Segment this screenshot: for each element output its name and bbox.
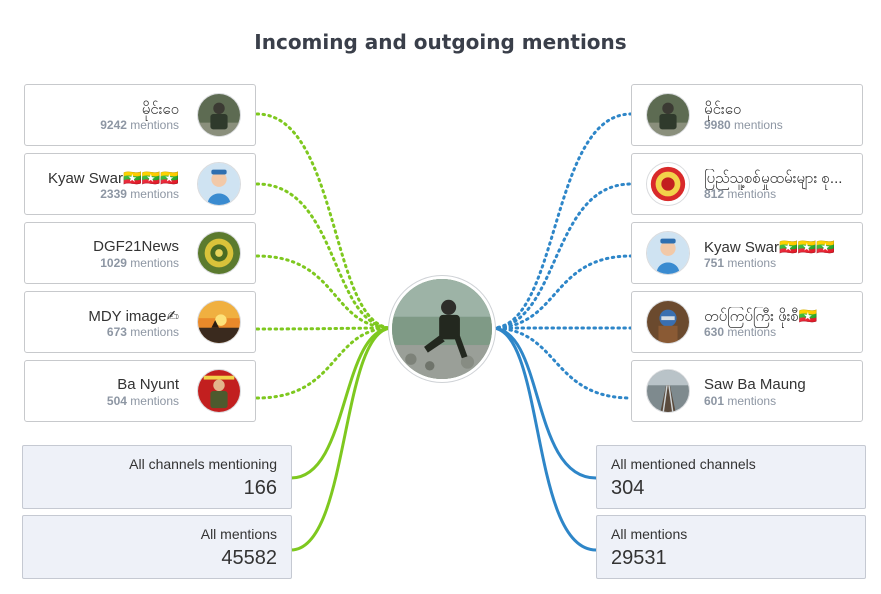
chart-title: Incoming and outgoing mentions xyxy=(254,30,627,54)
incoming-channel-card[interactable]: မိုင်းဝေ 9242 mentions xyxy=(24,84,256,146)
all-mentions-incoming-stat[interactable]: All mentions 45582 xyxy=(22,515,292,579)
stat-value: 166 xyxy=(243,477,277,499)
stat-value: 29531 xyxy=(611,547,667,569)
channel-name: Ba Nyunt xyxy=(117,376,179,393)
channel-name: Kyaw Swar🇲🇲🇲🇲🇲🇲 xyxy=(704,239,836,256)
stat-value: 304 xyxy=(611,477,645,499)
channel-avatar xyxy=(197,231,241,275)
channel-name: MDY image✍ xyxy=(88,308,179,325)
channel-avatar xyxy=(646,231,690,275)
incoming-dotted-links xyxy=(255,112,394,400)
mention-count: 504 mentions xyxy=(106,394,179,408)
channel-name: Saw Ba Maung xyxy=(704,376,806,393)
channel-avatar xyxy=(197,93,241,137)
all-mentions-outgoing-stat[interactable]: All mentions 29531 xyxy=(596,515,866,579)
channel-avatar xyxy=(197,162,241,206)
incoming-channel-card[interactable]: Ba Nyunt 504 mentions xyxy=(24,360,256,422)
mention-count: 1029 mentions xyxy=(100,256,179,270)
outgoing-channel-card[interactable]: Kyaw Swar🇲🇲🇲🇲🇲🇲 751 mentions xyxy=(631,222,863,284)
outgoing-channel-card[interactable]: မိုင်းဝေ 9980 mentions xyxy=(631,84,863,146)
outgoing-solid-links xyxy=(490,326,598,552)
mention-count: 9980 mentions xyxy=(704,118,783,132)
stat-label: All mentions xyxy=(611,526,688,542)
mention-count: 2339 mentions xyxy=(100,187,179,201)
incoming-channel-card[interactable]: MDY image✍ 673 mentions xyxy=(24,291,256,353)
stat-label: All mentions xyxy=(200,526,277,542)
stat-value: 45582 xyxy=(221,547,277,569)
mention-count: 9242 mentions xyxy=(100,118,179,132)
stat-label: All mentioned channels xyxy=(611,456,756,472)
mention-count: 673 mentions xyxy=(106,325,179,339)
center-channel-avatar[interactable] xyxy=(389,276,495,382)
channels-mentioning-stat[interactable]: All channels mentioning 166 xyxy=(22,445,292,509)
mentioned-channels-stat[interactable]: All mentioned channels 304 xyxy=(596,445,866,509)
channel-avatar xyxy=(197,369,241,413)
stat-label: All channels mentioning xyxy=(129,456,277,472)
outgoing-dotted-links xyxy=(490,112,633,400)
channel-avatar xyxy=(646,162,690,206)
channel-avatar xyxy=(646,300,690,344)
mention-count: 601 mentions xyxy=(704,394,777,408)
mention-count: 812 mentions xyxy=(704,187,777,201)
incoming-solid-links xyxy=(289,326,394,552)
incoming-channel-card[interactable]: Kyaw Swar🇲🇲🇲🇲🇲🇲 2339 mentions xyxy=(24,153,256,215)
channel-avatar xyxy=(197,300,241,344)
mention-count: 630 mentions xyxy=(704,325,777,339)
channel-name: Kyaw Swar🇲🇲🇲🇲🇲🇲 xyxy=(47,170,179,187)
outgoing-channel-card[interactable]: တပ်ကြပ်ကြီး ဖိုးစီ🇲🇲 630 mentions xyxy=(631,291,863,353)
outgoing-channel-card[interactable]: Saw Ba Maung 601 mentions xyxy=(631,360,863,422)
channel-avatar xyxy=(646,369,690,413)
channel-name: DGF21News xyxy=(93,238,179,255)
incoming-channel-card[interactable]: DGF21News 1029 mentions xyxy=(24,222,256,284)
outgoing-channel-card[interactable]: ပြည်သူ့စစ်မှုထမ်းများ စု... 812 mentions xyxy=(631,153,863,215)
channel-avatar xyxy=(646,93,690,137)
mention-count: 751 mentions xyxy=(704,256,777,270)
